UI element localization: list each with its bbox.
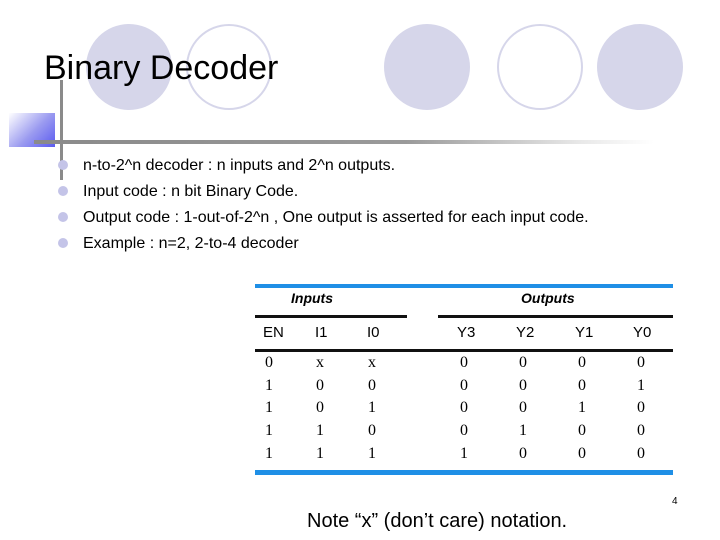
footnote: Note “x” (don’t care) notation.: [307, 510, 568, 532]
bullet-dot-icon: [58, 238, 68, 248]
table-cell: 1: [265, 377, 273, 394]
table-cell: 0: [265, 354, 273, 371]
table-cell: 1: [460, 445, 468, 462]
outputs-group-header: Outputs: [521, 290, 575, 306]
page-number: 4: [672, 496, 678, 507]
table-cell: 0: [637, 354, 645, 371]
slide-title: Binary Decoder: [44, 49, 279, 87]
column-header: Y0: [633, 324, 652, 341]
column-header: I1: [315, 324, 328, 341]
decorative-horizontal-line: [34, 140, 654, 144]
table-cell: 0: [519, 354, 527, 371]
column-header-rule: [255, 349, 673, 352]
table-cell: 1: [265, 445, 273, 462]
bullet-item: Input code : n bit Binary Code.: [58, 181, 638, 202]
table-cell: 1: [316, 422, 324, 439]
bullet-dot-icon: [58, 160, 68, 170]
table-cell: 1: [578, 399, 586, 416]
bullet-item: Output code : 1-out-of-2^n , One output …: [58, 207, 603, 228]
table-cell: 0: [637, 422, 645, 439]
bullet-item: Example : n=2, 2-to-4 decoder: [58, 233, 638, 254]
column-header: EN: [263, 324, 284, 341]
outputs-header-rule: [438, 315, 673, 318]
column-header: Y2: [516, 324, 535, 341]
bullet-list: n-to-2^n decoder : n inputs and 2^n outp…: [58, 155, 638, 259]
table-cell: 1: [316, 445, 324, 462]
table-top-bar: [255, 284, 673, 288]
table-cell: 0: [519, 377, 527, 394]
column-header: Y1: [575, 324, 594, 341]
bullet-dot-icon: [58, 212, 68, 222]
table-cell: 0: [578, 354, 586, 371]
table-cell: 0: [460, 354, 468, 371]
table-cell: 0: [460, 422, 468, 439]
column-header: Y3: [457, 324, 476, 341]
bullet-item: n-to-2^n decoder : n inputs and 2^n outp…: [58, 155, 638, 176]
table-cell: 0: [519, 445, 527, 462]
decorative-circle-3: [384, 24, 470, 110]
table-cell: 0: [637, 445, 645, 462]
table-cell: 1: [637, 377, 645, 394]
table-cell: 0: [578, 445, 586, 462]
table-bottom-bar: [255, 470, 673, 475]
table-cell: 0: [519, 399, 527, 416]
table-cell: x: [316, 354, 324, 371]
table-cell: 0: [368, 422, 376, 439]
bullet-dot-icon: [58, 186, 68, 196]
table-cell: 1: [519, 422, 527, 439]
table-cell: 0: [316, 399, 324, 416]
table-cell: 0: [578, 377, 586, 394]
table-cell: 0: [368, 377, 376, 394]
table-cell: 0: [316, 377, 324, 394]
table-cell: 1: [368, 445, 376, 462]
decorative-vertical-line: [60, 80, 63, 180]
inputs-group-header: Inputs: [291, 290, 333, 306]
decorative-circle-5: [597, 24, 683, 110]
table-cell: 1: [265, 399, 273, 416]
table-cell: 0: [637, 399, 645, 416]
column-header: I0: [367, 324, 380, 341]
table-cell: 0: [460, 377, 468, 394]
decorative-circle-2: [186, 24, 272, 110]
table-cell: 0: [578, 422, 586, 439]
decorative-circle-4: [497, 24, 583, 110]
inputs-header-rule: [255, 315, 407, 318]
table-cell: 0: [460, 399, 468, 416]
table-cell: 1: [265, 422, 273, 439]
table-cell: x: [368, 354, 376, 371]
decorative-circle-1: [86, 24, 172, 110]
table-cell: 1: [368, 399, 376, 416]
